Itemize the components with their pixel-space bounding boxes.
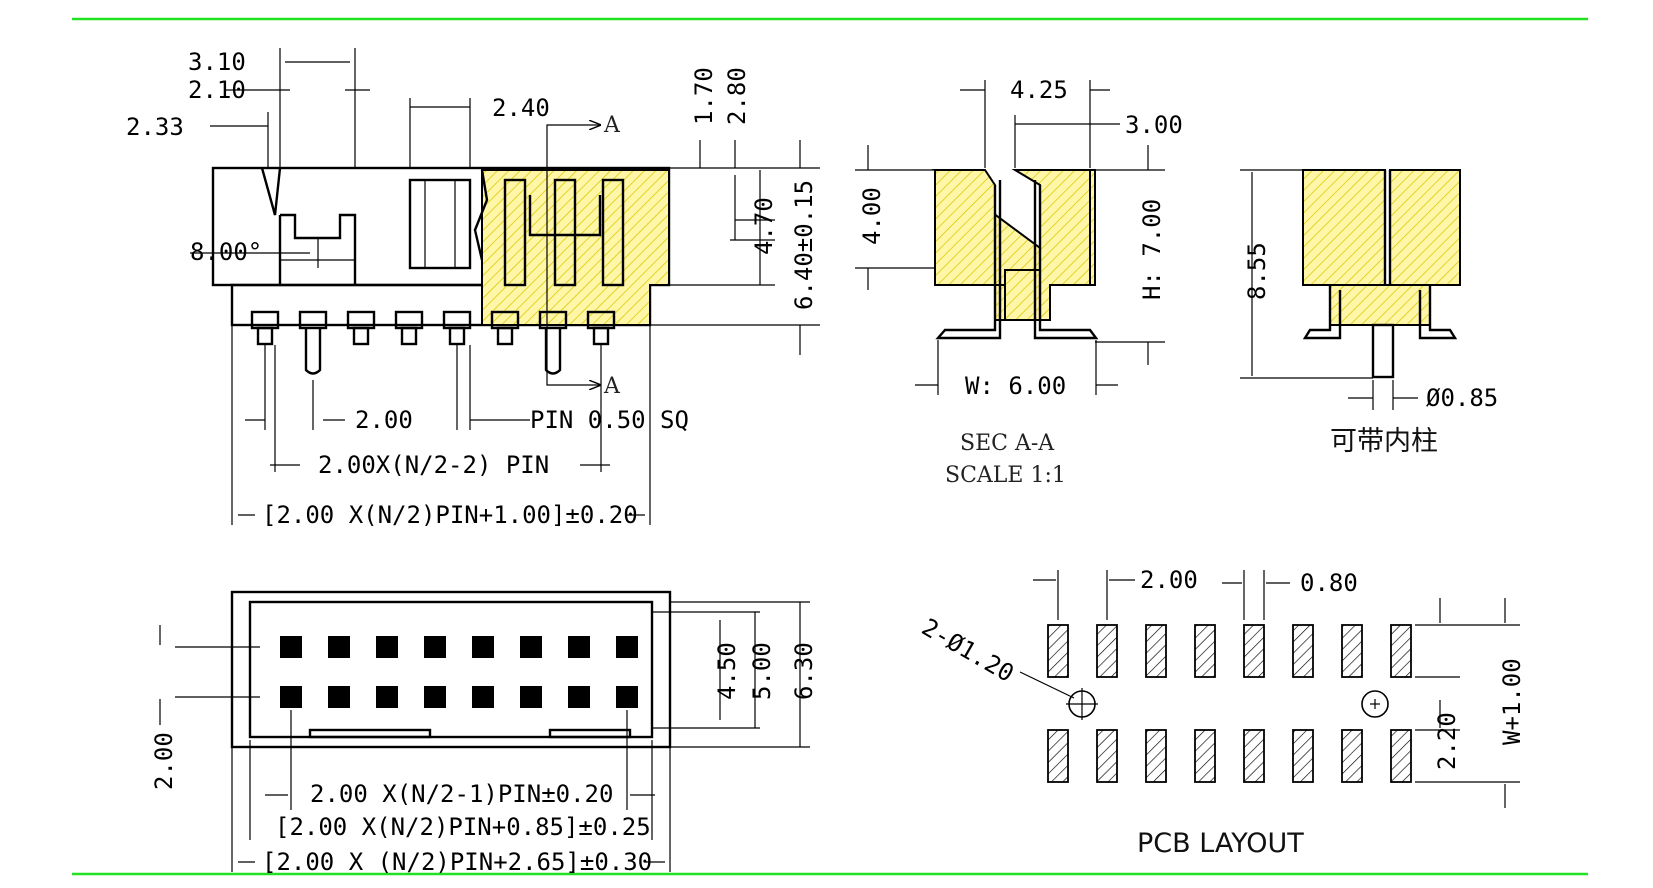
- top-span1: 2.00 X(N/2-1)PIN±0.20: [310, 780, 613, 808]
- sec-dim-height: H: 7.00: [1138, 199, 1166, 300]
- pin-note: PIN 0.50 SQ: [530, 406, 689, 434]
- top-dim-4-50: 4.50: [713, 642, 741, 700]
- pcb-hole-dim: 2-Ø1.20: [917, 613, 1019, 688]
- pcb-dim-pitch: 2.00: [1140, 566, 1198, 594]
- sec-dim-3-00: 3.00: [1125, 111, 1183, 139]
- post-dim-8-55: 8.55: [1243, 242, 1271, 300]
- overall-length: [2.00 X(N/2)PIN+1.00]±0.20: [262, 501, 638, 529]
- pcb-layout: 2-Ø1.20 2.00 0.80 2.20 W+1.00 PCB LAYOUT: [917, 566, 1526, 859]
- dim-3-10: 3.10: [188, 48, 246, 76]
- sec-dim-4-00: 4.00: [858, 187, 886, 245]
- pcb-dim-pad-width: 0.80: [1300, 569, 1358, 597]
- pin-span: 2.00X(N/2-2) PIN: [318, 451, 549, 479]
- top-span3: [2.00 X (N/2)PIN+2.65]±0.30: [262, 848, 652, 876]
- dim-2-10: 2.10: [188, 76, 246, 104]
- top-span2: [2.00 X(N/2)PIN+0.85]±0.25: [275, 813, 651, 841]
- dim-pitch: 2.00: [355, 406, 413, 434]
- dim-2-80: 2.80: [723, 67, 751, 125]
- section-title: SEC A-A: [960, 431, 1055, 456]
- sec-dim-width: W: 6.00: [965, 372, 1066, 400]
- pcb-title: PCB LAYOUT: [1137, 828, 1304, 859]
- post-dim-dia: Ø0.85: [1426, 384, 1498, 412]
- side-view: A A 3.10 2.10 2.33 2.40 8.00° 1.70 2.80 …: [126, 48, 820, 529]
- locating-hole-right: [1361, 690, 1389, 718]
- section-marker-bottom: A: [603, 374, 621, 399]
- dim-1-70: 1.70: [690, 67, 718, 125]
- dim-6-40: 6.40±0.15: [790, 180, 818, 310]
- top-pin-rows: [280, 636, 638, 708]
- side-pin-tabs: [250, 310, 616, 375]
- pcb-dim-w: W+1.00: [1498, 658, 1526, 745]
- top-dim-5-00: 5.00: [748, 642, 776, 700]
- dim-2-33: 2.33: [126, 113, 184, 141]
- sec-dim-4-25: 4.25: [1010, 76, 1068, 104]
- section-marker-top: A: [603, 113, 621, 138]
- dim-4-70: 4.70: [750, 197, 778, 255]
- post-caption: 可带内柱: [1330, 426, 1438, 457]
- top-dim-left: 2.00: [150, 732, 178, 790]
- dim-angle: 8.00°: [190, 238, 262, 266]
- section-scale: SCALE 1:1: [945, 463, 1066, 488]
- section-view: 4.25 3.00 4.00 H: 7.00 W: 6.00 SEC A-A S…: [855, 76, 1183, 488]
- dim-2-40: 2.40: [492, 94, 550, 122]
- pcb-dim-row: 2.20: [1433, 712, 1461, 770]
- post-view: 8.55 Ø0.85 可带内柱: [1240, 169, 1498, 457]
- pcb-pads: [1047, 624, 1412, 783]
- top-view: 4.50 5.00 6.30 2.00 2.00 X(N/2-1)PIN±0.2…: [150, 590, 818, 876]
- top-dim-6-30: 6.30: [790, 642, 818, 700]
